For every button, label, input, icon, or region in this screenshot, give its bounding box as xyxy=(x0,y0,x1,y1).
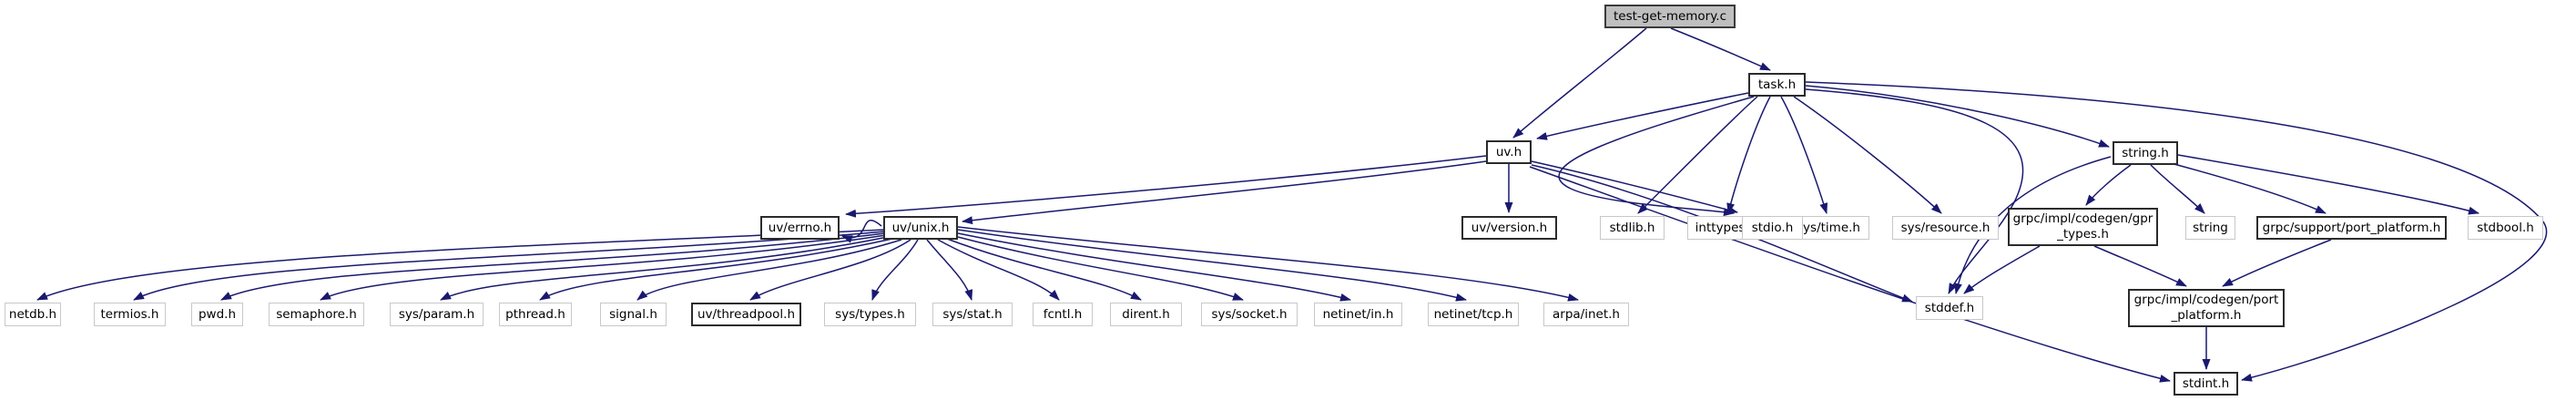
edge-task-h--inttypes-h xyxy=(1726,96,1771,214)
node-sys-socket-h: sys/socket.h xyxy=(1201,303,1298,326)
edge-grpc-support-port-platform-h--grpc-impl-codegen-port-platform-h xyxy=(2222,239,2332,287)
node-fcntl-h: fcntl.h xyxy=(1033,303,1093,326)
node-stddef-h: stddef.h xyxy=(1916,296,1983,320)
node-sys-param-h: sys/param.h xyxy=(390,303,484,326)
node-sys-types-h: sys/types.h xyxy=(824,303,916,326)
node-grpc-support-port-platform-h[interactable]: grpc/support/port_platform.h xyxy=(2256,216,2447,240)
node-sys-resource-h: sys/resource.h xyxy=(1892,216,1999,240)
edge-task-h--uv-h xyxy=(1536,92,1749,140)
node-stdio-h: stdio.h xyxy=(1742,216,1803,240)
edge-task-h--sys-time-h xyxy=(1780,96,1828,214)
edge-gpr-types-h--stddef-h xyxy=(1963,245,2041,294)
node-test-get-memory-c: test-get-memory.c xyxy=(1604,5,1736,28)
edge-uv-unix-h--sys-param-h xyxy=(440,236,889,301)
edge-uv-unix-h--sys-types-h xyxy=(871,239,919,301)
node-stdlib-h: stdlib.h xyxy=(1600,216,1665,240)
node-dirent-h: dirent.h xyxy=(1110,303,1182,326)
edge-task-h--stdint-h xyxy=(1805,81,2548,382)
node-sys-stat-h: sys/stat.h xyxy=(932,303,1013,326)
node-uv-threadpool-h[interactable]: uv/threadpool.h xyxy=(691,303,801,326)
node-string-h[interactable]: string.h xyxy=(2113,141,2178,165)
edge-uv-unix-h--uv-threadpool-h xyxy=(749,239,911,301)
edge-test-get-memory-c--uv-h xyxy=(1512,27,1647,139)
node-grpc-impl-codegen-port-platform-h[interactable]: grpc/impl/codegen/port _platform.h xyxy=(2128,289,2285,327)
edge-uv-unix-h--pthread-h xyxy=(539,238,893,301)
edge-uv-unix-h--termios-h xyxy=(133,231,886,301)
edge-gpr-types-h--grpc-impl-codegen-port-platform-h xyxy=(2093,245,2187,287)
edge-uv-unix-h--signal-h xyxy=(636,239,902,301)
edge-task-h--string-h xyxy=(1805,85,2110,148)
node-termios-h: termios.h xyxy=(94,303,166,326)
node-gpr-types-h[interactable]: grpc/impl/codegen/gpr _types.h xyxy=(2008,208,2158,246)
node-netinet-in-h: netinet/in.h xyxy=(1314,303,1402,326)
edge-uv-h--uv-errno-h xyxy=(845,155,1487,218)
edge-uv-h--stdint-h xyxy=(1529,166,2171,383)
node-pthread-h: pthread.h xyxy=(499,303,572,326)
edge-uv-unix-h--sys-stat-h xyxy=(926,239,973,301)
edge-uv-h--uv-unix-h xyxy=(962,160,1487,225)
edge-uv-unix-h--fcntl-h xyxy=(937,239,1060,301)
edge-string-h--gpr-types-h xyxy=(2085,164,2132,206)
edge-uv-unix-h--pwd-h xyxy=(220,232,886,301)
edge-test-get-memory-c--task-h xyxy=(1670,27,1771,71)
edge-string-h--stddef-h xyxy=(1954,156,2112,294)
node-netinet-tcp-h: netinet/tcp.h xyxy=(1428,303,1519,326)
edge-uv-unix-h--netinet-in-h xyxy=(957,232,1351,302)
edge-task-h--sys-resource-h xyxy=(1793,96,1942,214)
edge-uv-unix-h--semaphore-h xyxy=(320,234,887,301)
edge-string-h--string xyxy=(2150,164,2205,214)
node-signal-h: signal.h xyxy=(600,303,667,326)
edge-uv-unix-h--dirent-h xyxy=(946,238,1142,301)
edge-uv-h--stdio-h xyxy=(1531,160,1738,214)
edge-uv-unix-h--netdb-h xyxy=(36,229,886,301)
edge-uv-unix-h--sys-socket-h xyxy=(957,236,1244,301)
node-string: string xyxy=(2185,216,2235,240)
node-uv-errno-h[interactable]: uv/errno.h xyxy=(760,216,840,240)
node-stdint-h[interactable]: stdint.h xyxy=(2174,372,2238,396)
node-stdbool-h: stdbool.h xyxy=(2468,216,2543,240)
node-pwd-h: pwd.h xyxy=(191,303,243,326)
edge-string-h--grpc-support-port-platform-h xyxy=(2166,161,2327,214)
edge-uv-unix-h--netinet-tcp-h xyxy=(957,229,1467,302)
node-semaphore-h: semaphore.h xyxy=(269,303,364,326)
node-uv-unix-h[interactable]: uv/unix.h xyxy=(883,216,958,240)
edge-task-h--stdlib-h xyxy=(1637,96,1758,214)
node-uv-h[interactable]: uv.h xyxy=(1486,140,1532,164)
node-netdb-h: netdb.h xyxy=(5,303,61,326)
node-task-h[interactable]: task.h xyxy=(1748,73,1806,97)
node-uv-version-h[interactable]: uv/version.h xyxy=(1461,216,1557,240)
edge-uv-unix-h--arpa-inet-h xyxy=(957,226,1579,302)
edge-task-h--stddef-h xyxy=(1805,88,2024,294)
edge-string-h--stdbool-h xyxy=(2177,154,2479,215)
node-arpa-inet-h: arpa/inet.h xyxy=(1543,303,1629,326)
